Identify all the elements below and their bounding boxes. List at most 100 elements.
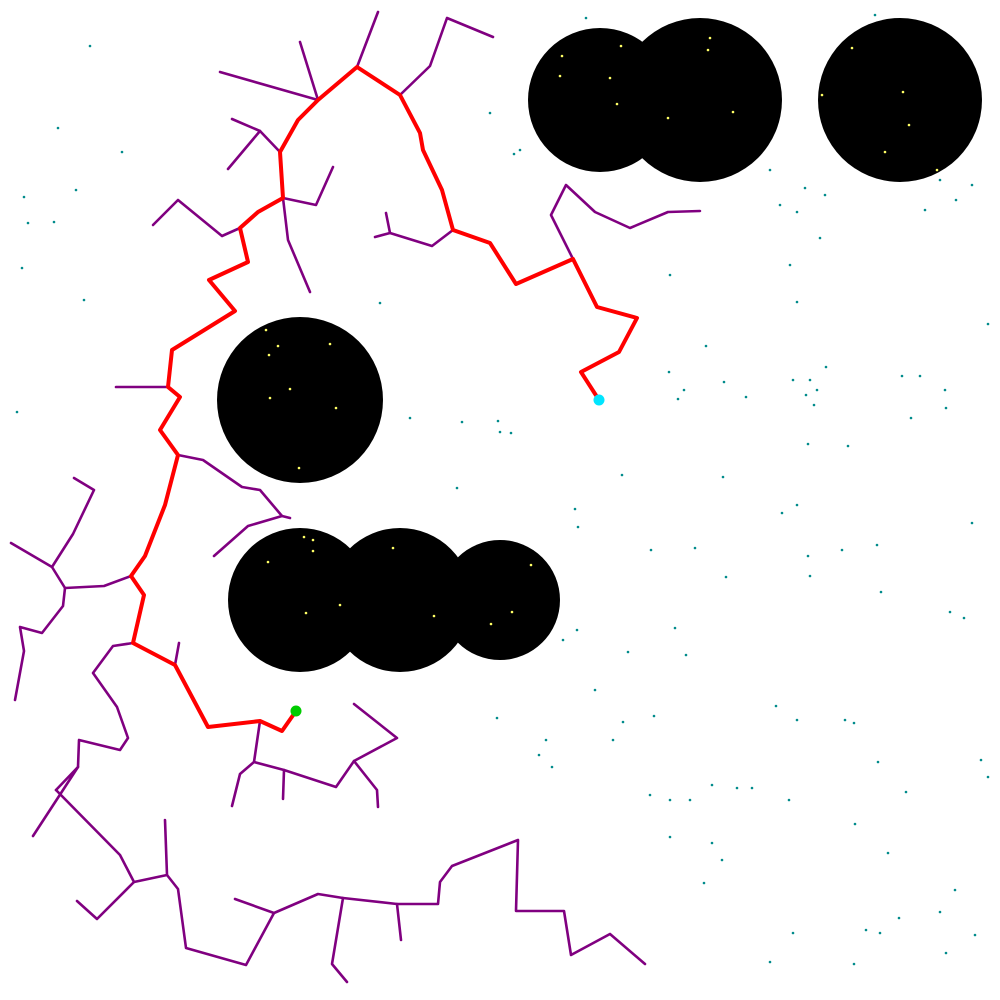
obstacle-sample-point <box>391 546 395 550</box>
sample-point <box>673 626 677 630</box>
sample-point <box>818 236 822 240</box>
sample-point <box>900 374 904 378</box>
tree-edge <box>281 196 312 294</box>
sample-point <box>649 548 653 552</box>
sample-point <box>512 152 516 156</box>
sample-point <box>584 16 588 20</box>
tree-edge <box>151 198 242 238</box>
sample-point <box>970 521 974 525</box>
sample-point <box>962 616 966 620</box>
sample-point <box>812 403 816 407</box>
sample-point <box>879 590 883 594</box>
obstacles-layer <box>217 18 982 672</box>
samples-layer <box>15 13 990 966</box>
sample-point <box>804 393 808 397</box>
obstacle-sample-point <box>615 102 619 106</box>
sample-point <box>768 168 772 172</box>
sample-point <box>788 263 792 267</box>
tree-edge <box>373 228 455 248</box>
sample-point <box>803 186 807 190</box>
obstacle-sample-point <box>907 123 911 127</box>
sample-point <box>979 758 983 762</box>
obstacle-sample-point <box>302 535 306 539</box>
obstacle-sample-point <box>706 48 710 52</box>
sample-point <box>795 503 799 507</box>
sample-point <box>808 378 812 382</box>
sample-point <box>795 718 799 722</box>
obstacle-sample-point <box>608 76 612 80</box>
sample-point <box>843 718 847 722</box>
tree-edge <box>165 873 276 967</box>
sample-point <box>787 798 791 802</box>
sample-point <box>944 406 948 410</box>
sample-point <box>846 444 850 448</box>
sample-point <box>791 378 795 382</box>
sample-point <box>668 798 672 802</box>
sample-point <box>693 546 697 550</box>
sample-point <box>561 638 565 642</box>
sample-point <box>621 720 625 724</box>
sample-point <box>806 442 810 446</box>
sample-point <box>488 111 492 115</box>
obstacle-sample-point <box>850 46 854 50</box>
sample-point <box>668 273 672 277</box>
sample-point <box>970 183 974 187</box>
sample-point <box>875 543 879 547</box>
sample-point <box>852 962 856 966</box>
sample-point <box>768 960 772 964</box>
obstacle-sample-point <box>820 93 824 97</box>
sample-point <box>682 388 686 392</box>
markers-layer <box>290 394 605 717</box>
tree-edge <box>31 765 80 838</box>
sample-point <box>710 783 714 787</box>
sample-point <box>626 650 630 654</box>
sample-point <box>455 486 459 490</box>
sample-point <box>652 714 656 718</box>
sample-point <box>973 933 977 937</box>
obstacle-sample-point <box>268 396 272 400</box>
sample-point <box>82 298 86 302</box>
sample-point <box>815 388 819 392</box>
obstacle-sample-point <box>311 549 315 553</box>
sample-point <box>620 473 624 477</box>
sample-point <box>938 910 942 914</box>
sample-point <box>702 881 706 885</box>
sample-point <box>575 628 579 632</box>
sample-point <box>904 790 908 794</box>
sample-point <box>611 738 615 742</box>
sample-point <box>676 397 680 401</box>
obstacle-sample-point <box>304 611 308 615</box>
sample-point <box>897 916 901 920</box>
sample-point <box>378 301 382 305</box>
sample-point <box>986 775 990 779</box>
obstacle-circle <box>440 540 560 660</box>
sample-point <box>864 928 868 932</box>
obstacle-sample-point <box>708 36 712 40</box>
sample-point <box>688 798 692 802</box>
obstacle-sample-point <box>529 563 533 567</box>
sample-point <box>667 370 671 374</box>
tree-edge <box>281 165 335 207</box>
sample-point <box>495 716 499 720</box>
obstacle-sample-point <box>328 342 332 346</box>
obstacle-sample-point <box>619 44 623 48</box>
tree-edge <box>9 541 54 569</box>
obstacle-circle <box>328 528 472 672</box>
obstacle-sample-point <box>276 344 280 348</box>
obstacle-sample-point <box>334 406 338 410</box>
sample-point <box>724 575 728 579</box>
sample-point <box>852 721 856 725</box>
sample-point <box>750 786 754 790</box>
sample-point <box>498 430 502 434</box>
sample-point <box>460 420 464 424</box>
obstacle-sample-point <box>935 168 939 172</box>
sample-point <box>780 511 784 515</box>
obstacle-sample-point <box>560 54 564 58</box>
tree-edge <box>549 183 702 261</box>
obstacle-circle <box>618 18 782 182</box>
sample-point <box>943 388 947 392</box>
tree-edge <box>352 759 380 809</box>
sample-point <box>573 507 577 511</box>
sample-point <box>909 416 913 420</box>
